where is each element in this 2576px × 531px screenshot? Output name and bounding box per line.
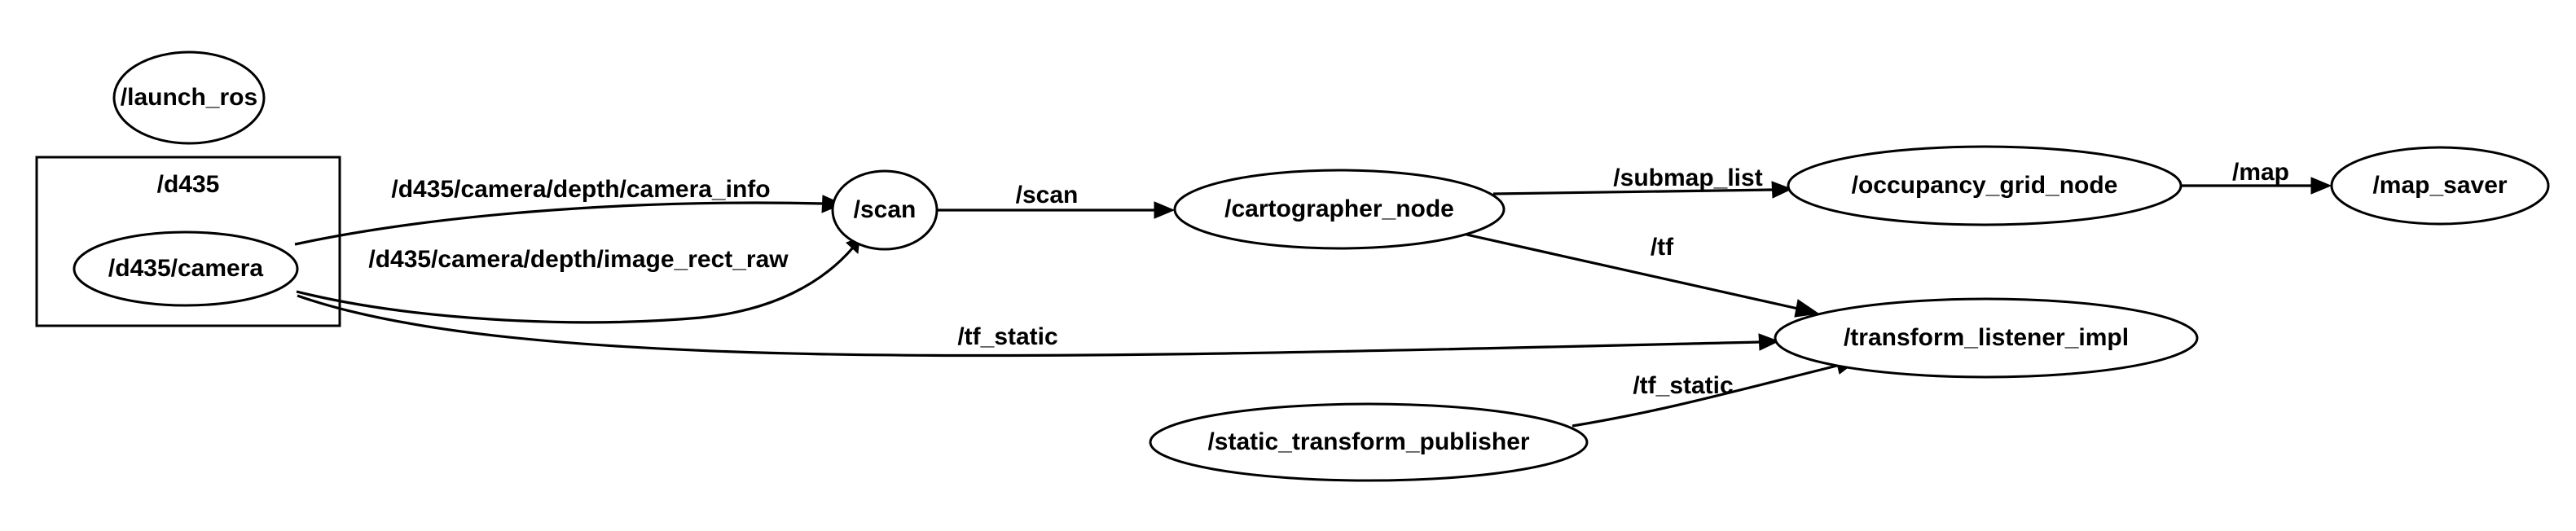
node-d435-camera[interactable]: /d435/camera — [73, 230, 299, 307]
edge-camera-info: /d435/camera/depth/camera_info — [294, 176, 844, 246]
edge-map-topic-arrowhead — [2310, 177, 2332, 195]
node-launch-ros[interactable]: /launch_ros — [112, 50, 266, 145]
edge-tf-static-camera-label: /tf_static — [957, 323, 1057, 350]
edge-tf-static-camera-path — [297, 294, 1761, 358]
edge-submap-list: /submap_list — [1492, 165, 1793, 199]
node-d435-camera-label: /d435/camera — [108, 255, 263, 282]
node-occupancy-grid-node-label: /occupancy_grid_node — [1852, 172, 2118, 199]
edge-tf-topic: /tf — [1466, 233, 1820, 318]
cluster-d435-label: /d435 — [157, 171, 220, 198]
node-launch-ros-label: /launch_ros — [121, 84, 257, 111]
edge-tf-static-stp: /tf_static — [1572, 357, 1858, 428]
edge-image-rect-raw: /d435/camera/depth/image_rect_raw — [296, 237, 860, 324]
node-cartographer-node[interactable]: /cartographer_node — [1173, 169, 1506, 250]
edge-tf-static-stp-path — [1572, 364, 1838, 428]
node-map-saver[interactable]: /map_saver — [2330, 146, 2550, 226]
node-transform-listener-impl-ellipse[interactable] — [1774, 297, 2199, 379]
node-d435-camera-ellipse[interactable] — [73, 230, 299, 307]
edge-map-topic-label: /map — [2232, 159, 2289, 186]
node-transform-listener-impl-label: /transform_listener_impl — [1844, 324, 2129, 351]
node-launch-ros-ellipse[interactable] — [112, 50, 266, 145]
node-map-saver-ellipse[interactable] — [2330, 146, 2550, 226]
edge-scan-topic-label: /scan — [1016, 182, 1079, 208]
cluster-d435: /d435 — [35, 156, 341, 327]
edge-scan-topic: /scan — [938, 182, 1176, 219]
node-transform-listener-impl[interactable]: /transform_listener_impl — [1774, 297, 2199, 379]
node-cartographer-node-ellipse[interactable] — [1173, 169, 1506, 250]
edge-map-topic: /map — [2181, 159, 2332, 195]
edge-camera-info-label: /d435/camera/depth/camera_info — [391, 176, 770, 203]
edge-tf-static-stp-label: /tf_static — [1633, 372, 1733, 399]
node-static-transform-publisher[interactable]: /static_transform_publisher — [1149, 402, 1589, 482]
node-map-saver-label: /map_saver — [2372, 172, 2507, 199]
edge-tf-static-camera: /tf_static — [297, 294, 1780, 358]
edge-camera-info-path — [294, 201, 825, 246]
edge-tf-static-camera-arrowhead — [1758, 333, 1780, 351]
edge-submap-list-path — [1492, 188, 1774, 195]
edge-tf-topic-path — [1466, 233, 1799, 310]
cluster-d435-box — [35, 156, 341, 327]
edge-submap-list-arrowhead — [1771, 181, 1793, 199]
edge-image-rect-raw-path — [296, 246, 855, 324]
node-occupancy-grid-node[interactable]: /occupancy_grid_node — [1787, 145, 2183, 226]
node-static-transform-publisher-label: /static_transform_publisher — [1207, 428, 1529, 455]
edge-tf-topic-arrowhead — [1794, 299, 1820, 318]
node-static-transform-publisher-ellipse[interactable] — [1149, 402, 1589, 482]
node-scan-ellipse[interactable] — [831, 169, 939, 251]
node-cartographer-node-label: /cartographer_node — [1224, 195, 1454, 222]
edge-image-rect-raw-label: /d435/camera/depth/image_rect_raw — [368, 246, 789, 273]
edge-submap-list-label: /submap_list — [1613, 165, 1762, 191]
node-occupancy-grid-node-ellipse[interactable] — [1787, 145, 2183, 226]
node-scan-label: /scan — [854, 196, 917, 223]
edge-scan-topic-arrowhead — [1154, 201, 1176, 219]
edge-tf-topic-label: /tf — [1651, 234, 1674, 261]
node-scan[interactable]: /scan — [831, 169, 939, 251]
